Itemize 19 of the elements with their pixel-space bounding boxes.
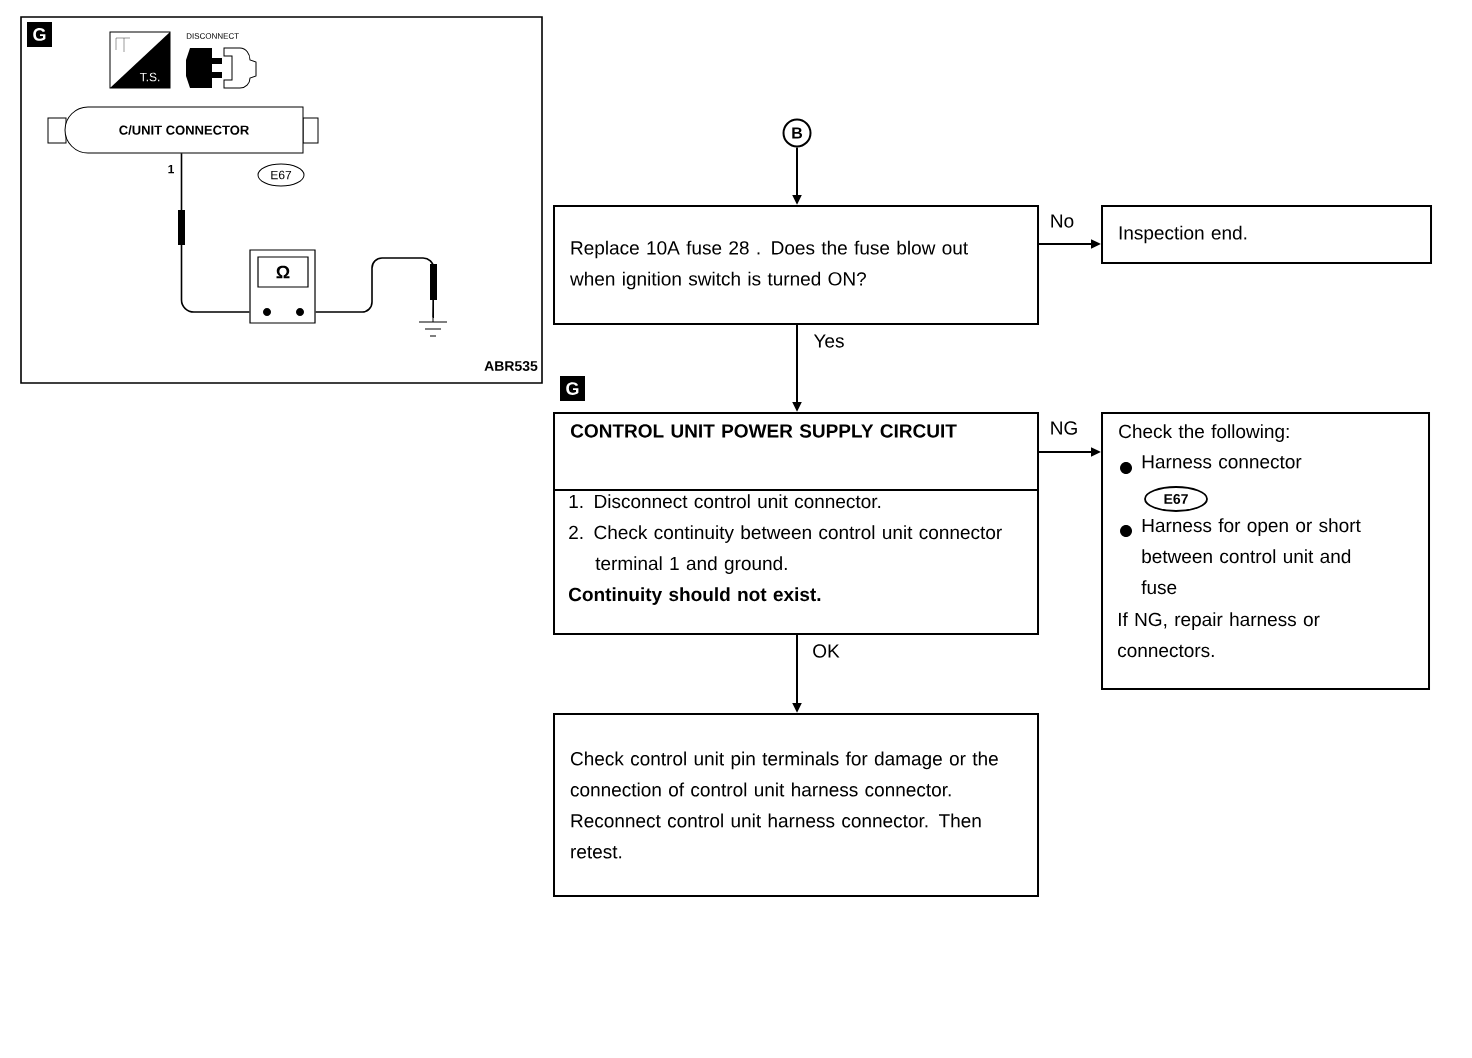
process-box: Check control unit pin terminals for damage or the connection of control unit harness connector. Reconnect control unit harness connector. Then retest. bbox=[553, 713, 1039, 897]
process-box: CONTROL UNIT POWER SUPPLY CIRCUIT 1. Disconnect control unit connector. 2. Check continuity between control unit connector terminal 1 and ground. Continuity should not exist. bbox=[552, 412, 1039, 635]
ohmmeter-drawing: Ω bbox=[249, 249, 316, 324]
section-badge: G bbox=[560, 376, 585, 401]
icon-label: T.S. bbox=[139, 72, 160, 82]
process-box: Replace 10A fuse 28 . Does the fuse blow out when ignition switch is turned ON? bbox=[553, 205, 1039, 325]
pin-number: 1 bbox=[168, 164, 174, 174]
icon-label: DISCONNECT bbox=[186, 33, 239, 39]
connector-code: E67 bbox=[257, 163, 305, 187]
figure-code: ABR535 bbox=[484, 361, 538, 371]
edge-label: OK bbox=[811, 643, 841, 659]
section-badge: G bbox=[27, 22, 52, 47]
edge-label: No bbox=[1048, 213, 1076, 229]
connector-drawing: C/UNIT CONNECTOR bbox=[47, 106, 319, 154]
edge-label: Yes bbox=[812, 333, 846, 349]
process-box: Inspection end. bbox=[1101, 205, 1432, 264]
connector-code: E67 bbox=[1144, 486, 1208, 512]
ground-symbol bbox=[418, 317, 448, 337]
edge-label: NG bbox=[1048, 420, 1080, 436]
